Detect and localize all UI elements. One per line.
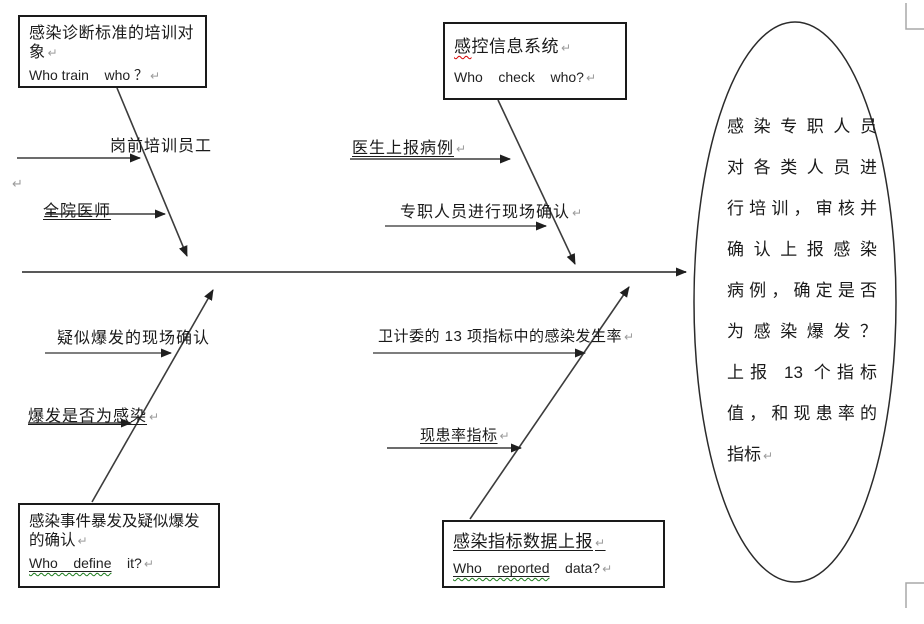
cause-box-title: 感染事件暴发及疑似爆发的确认↵ [29,513,200,549]
cause-box-question: Who define it?↵ [29,555,154,571]
page-margin-mark-top-right [905,3,924,30]
branch-label-onsite-confirm: 专职人员进行现场确认↵ [400,204,584,221]
branch-label-prevalence-indicator: 现患率指标↵ [420,424,510,445]
effect-line: 病例，确定是否 [727,281,877,300]
grammar-marked-text: Who define [29,555,112,571]
effect-line: 感染专职人员 [727,117,877,136]
effect-line: 上报 13 个指标 [727,363,877,382]
branch-label-all-doctors: 全院医师 [43,203,112,220]
cause-box-title: 感染指标数据上报↵ [453,532,606,551]
paragraph-mark: ↵ [143,557,154,571]
spellcheck-marked-text: 感 [454,37,472,56]
paragraph-mark: ↵ [150,69,161,83]
effect-line: 行培训，审核并 [727,199,877,218]
branch-label-suspected-outbreak: 疑似爆发的现场确认 [57,330,211,347]
underlined-text: Who reported [453,560,550,576]
cause-box-question: Who reported data?↵ [453,560,613,576]
bone-bottom-middle [469,286,630,520]
paragraph-mark: ↵ [47,46,59,60]
branch-label-hfpc-indicators: 卫计委的 13 项指标中的感染发生率↵ [378,328,635,345]
page-margin-mark-bottom-right [905,582,924,608]
effect-statement: 感染专职人员 对各类人员进 行培训，审核并 确认上报感染 病例，确定是否 为感染… [727,106,877,475]
paragraph-mark: ↵ [561,41,572,55]
effect-line: 确认上报感染 [727,240,877,259]
underlined-text: Who define [29,555,112,571]
effect-line: 为感染爆发？ [727,322,877,341]
effect-line: 值，和现患率的 [727,404,877,423]
effect-ellipse-outline [693,21,897,583]
paragraph-mark: ↵ [77,534,88,548]
cause-box-question: Who check who?↵ [454,69,597,85]
underlined-text: 爆发是否为感染 [28,408,148,425]
bone-top-left [116,87,188,257]
cause-box-train-target: 感染诊断标准的培训对象↵ Who train who ？↵ [18,15,207,88]
effect-line: 指标↵ [727,445,774,464]
cause-box-question: Who train who ？↵ [29,67,161,83]
paragraph-mark: ↵ [602,562,613,576]
cause-box-info-system: 感控信息系统↵ Who check who?↵ [443,22,627,100]
underlined-text: 现患率指标 [420,427,498,444]
cause-box-outbreak-confirm: 感染事件暴发及疑似爆发的确认↵ Who define it?↵ [18,503,220,588]
paragraph-mark: ↵ [763,449,774,463]
cause-box-indicator-report: 感染指标数据上报↵ Who reported data?↵ [442,520,665,588]
paragraph-mark: ↵ [595,536,606,550]
paragraph-mark: ↵ [624,330,635,344]
paragraph-mark: ↵ [149,410,161,424]
paragraph-mark: ↵ [585,71,597,85]
underlined-text: 医生上报病例 [352,140,455,157]
effect-line: 对各类人员进 [727,158,877,177]
bone-bottom-left [91,289,214,503]
branch-label-doctor-report: 医生上报病例↵ [352,134,467,158]
bone-top-middle [497,99,576,265]
paragraph-mark: ↵ [456,142,468,156]
grammar-marked-text: Who reported [453,560,550,576]
branch-label-pre-job-training: 岗前培训员工 [110,138,213,155]
cause-box-title: 感染诊断标准的培训对象↵ [29,25,195,61]
paragraph-mark: ↵ [12,176,23,191]
branch-label-outbreak-is-infection: 爆发是否为感染↵ [28,402,160,426]
paragraph-mark: ↵ [499,429,511,443]
cause-box-title: 感控信息系统↵ [454,37,572,56]
paragraph-mark: ↵ [572,206,584,220]
